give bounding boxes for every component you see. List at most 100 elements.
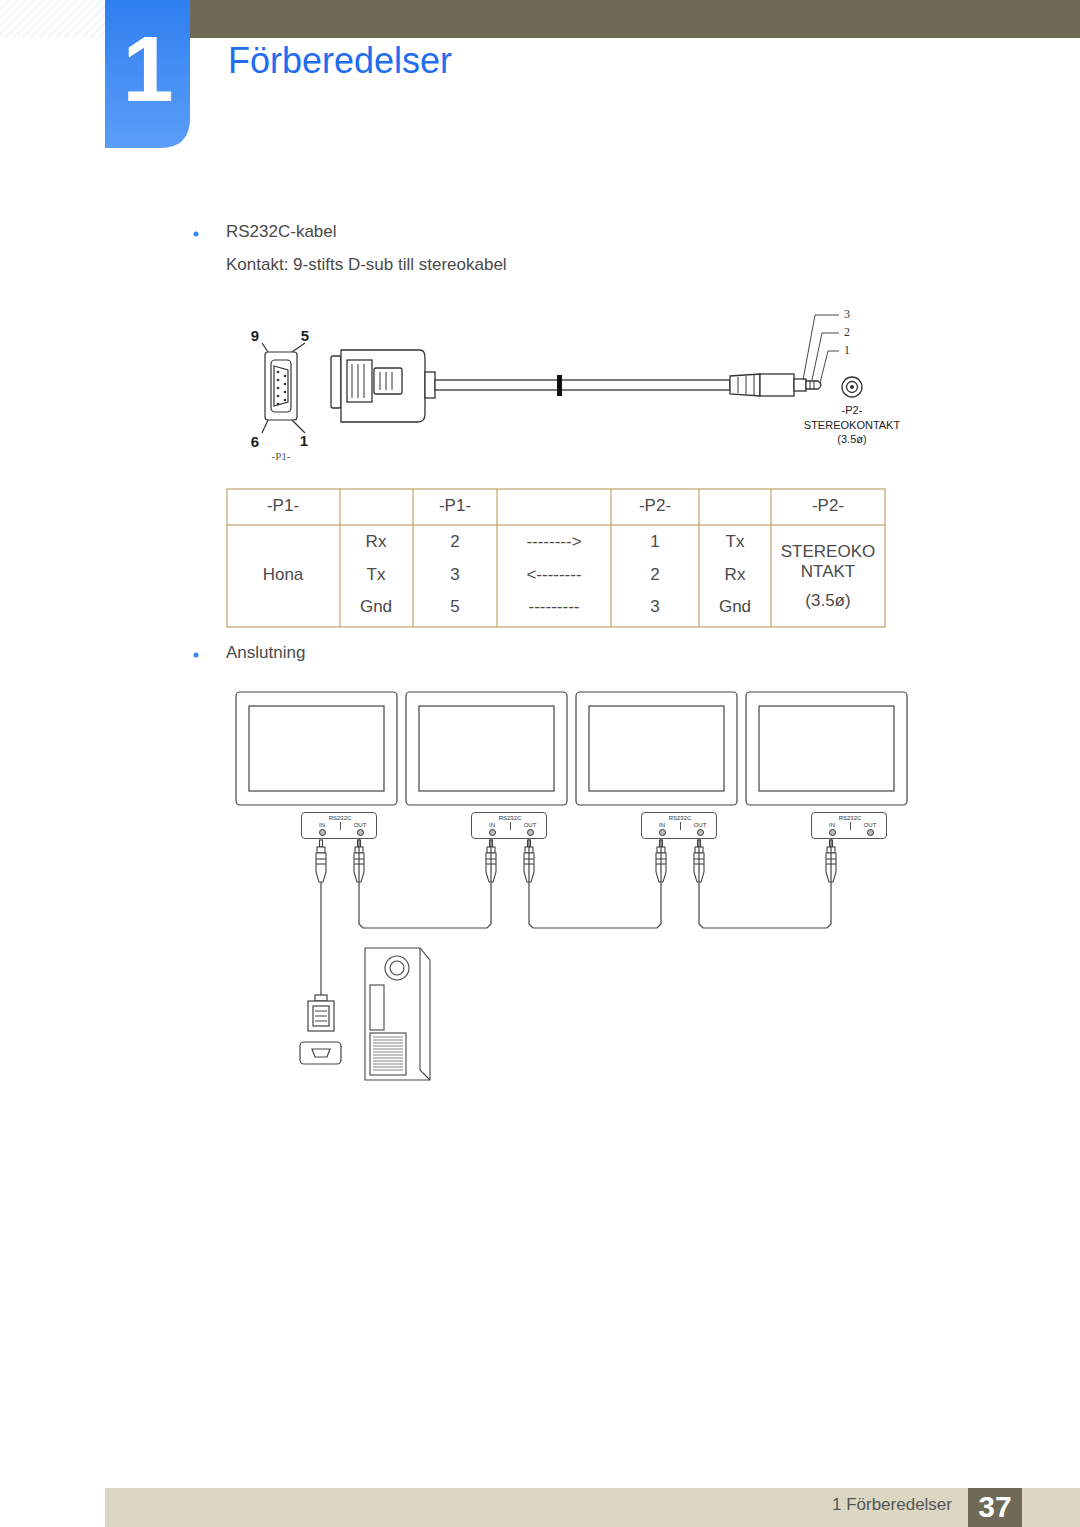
callout-number: 3 xyxy=(844,308,850,322)
jack-socket xyxy=(659,829,666,836)
jack-name: OUT xyxy=(864,822,877,828)
body-text: Kontakt: 9-stifts D-sub till stereokabel xyxy=(226,255,507,275)
vent-line xyxy=(373,1052,403,1053)
monitors xyxy=(236,692,907,805)
leader-lines xyxy=(803,315,839,383)
stereo-cable xyxy=(359,839,491,928)
vent-line xyxy=(373,1046,403,1047)
vent-line xyxy=(373,1040,403,1041)
vent-line xyxy=(373,1061,403,1062)
jack-socket xyxy=(829,829,836,836)
jack-socket xyxy=(319,829,326,836)
serial-cable xyxy=(331,350,862,422)
vent-line xyxy=(373,1067,403,1068)
vent-line xyxy=(373,1058,403,1059)
pin-number: 9 xyxy=(251,327,259,344)
part-label: (3.5ø) xyxy=(837,433,866,446)
page-title: Förberedelser xyxy=(228,40,452,81)
table-cell: 3 xyxy=(650,597,659,617)
callout-number: 2 xyxy=(844,326,850,340)
port-panel: RS232C IN OUT xyxy=(641,812,717,839)
cable-ferrule xyxy=(557,375,562,396)
page-number-box xyxy=(968,1488,1022,1527)
table-cell: 2 xyxy=(650,565,659,585)
plug-stripes xyxy=(352,364,814,398)
footer-band xyxy=(1022,1488,1080,1527)
part-label: -P2- xyxy=(842,404,863,417)
panel-divider xyxy=(510,822,511,830)
jack-name: OUT xyxy=(354,822,367,828)
pc-cable xyxy=(320,882,321,995)
footer-text: 1 Förberedelser xyxy=(832,1495,952,1515)
header-band xyxy=(190,0,1080,38)
table-cell: 2 xyxy=(450,532,459,552)
vent-line xyxy=(373,1043,403,1044)
table-cell: --------> xyxy=(526,532,581,552)
table-cell: STEREOKO NTAKT xyxy=(778,542,878,581)
table-cell: 1 xyxy=(650,532,659,552)
jack-socket xyxy=(489,829,496,836)
vent-line xyxy=(373,1064,403,1065)
table-cell: (3.5ø) xyxy=(805,591,850,611)
panel-divider xyxy=(680,822,681,830)
table-cell: <-------- xyxy=(526,565,581,585)
table-cell: Tx xyxy=(367,565,386,585)
table-grid xyxy=(227,489,885,627)
pc-vents xyxy=(373,1037,403,1070)
jack-socket xyxy=(527,829,534,836)
bullet xyxy=(194,232,199,237)
jack-socket xyxy=(867,829,874,836)
table-cell: 5 xyxy=(450,597,459,617)
vent-line xyxy=(373,1055,403,1056)
jack-socket xyxy=(357,829,364,836)
stereo-cable xyxy=(529,839,661,928)
table-cell: -P1- xyxy=(439,496,471,516)
jack-name: IN xyxy=(659,822,665,828)
table-cell: Rx xyxy=(725,565,746,585)
port-panel: RS232C IN OUT xyxy=(301,812,377,839)
chapter-tab xyxy=(105,0,190,148)
jack-name: OUT xyxy=(694,822,707,828)
table-cell: -P2- xyxy=(639,496,671,516)
table-cell: --------- xyxy=(529,597,580,617)
table-cell: Rx xyxy=(366,532,387,552)
port-panel: RS232CINOUT xyxy=(811,812,887,839)
table-cell: -P2- xyxy=(812,496,844,516)
panel-divider xyxy=(850,822,851,830)
port-panel: RS232C IN OUT xyxy=(471,812,547,839)
jack-name: IN xyxy=(319,822,325,828)
port-name: RS232C xyxy=(329,815,352,821)
port-name: RS232C xyxy=(669,815,692,821)
pin-number: 5 xyxy=(301,327,309,344)
pin-number: 1 xyxy=(300,432,308,449)
jack-name: OUT xyxy=(524,822,537,828)
bullet xyxy=(194,653,199,658)
footer-band xyxy=(105,1488,968,1527)
stereo-cable xyxy=(699,839,831,928)
bullet-text: Anslutning xyxy=(226,643,305,663)
port-name: RS232C xyxy=(839,815,862,821)
pc-connector xyxy=(300,995,341,1064)
vent-line xyxy=(373,1070,403,1071)
table-cell: 3 xyxy=(450,565,459,585)
page-number: 37 xyxy=(978,1490,1011,1525)
table-cell: -P1- xyxy=(267,496,299,516)
bullet-text: RS232C-kabel xyxy=(226,222,337,242)
pin-number: 6 xyxy=(251,433,259,450)
dsub-face xyxy=(262,343,305,433)
header-hatch xyxy=(0,0,105,38)
jack-center xyxy=(850,385,854,389)
part-label: STEREOKONTAKT xyxy=(804,419,900,432)
stereo-plugs xyxy=(316,840,836,882)
pc-tower xyxy=(365,948,430,1080)
dsub-pins xyxy=(277,371,287,406)
port-name: RS232C xyxy=(499,815,522,821)
stereo-plug xyxy=(316,840,326,882)
table-cell: Hona xyxy=(263,565,304,585)
pc-connector-ribs xyxy=(315,1011,327,1021)
table-cell: Tx xyxy=(726,532,745,552)
jack-name: IN xyxy=(489,822,495,828)
table-cell: Gnd xyxy=(360,597,392,617)
